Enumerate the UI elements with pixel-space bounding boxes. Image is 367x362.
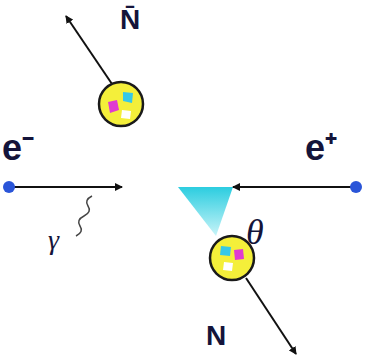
positron-label: e⁺ [305,130,337,166]
photon-line [76,196,92,236]
photon-label: γ [48,226,59,254]
positron-dot [350,181,362,193]
antinucleon-label: N̄ [120,6,140,34]
electron-arrow [10,186,122,188]
angle-wedge [178,187,233,236]
positron-arrow [233,186,355,188]
antinucleon-ball [99,82,143,126]
nucleon-arrow [246,278,296,354]
nucleon-label: N [206,322,226,350]
electron-label: e⁻ [2,130,34,166]
antinucleon-arrow [66,16,112,84]
electron-dot [3,181,15,193]
angle-label: θ [246,214,264,250]
